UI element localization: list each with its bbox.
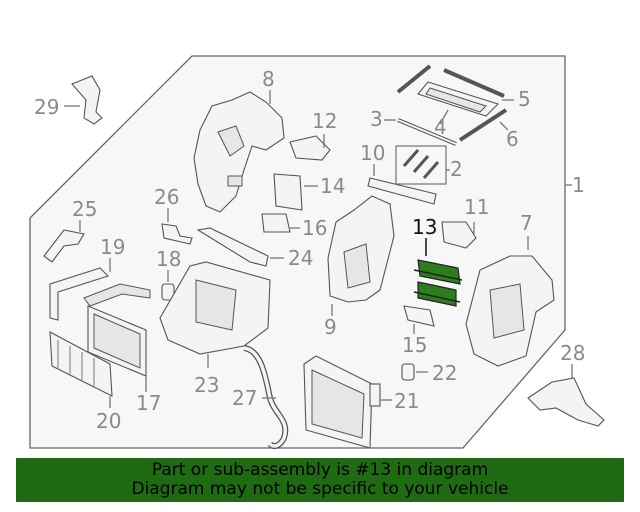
callout-1: 1 (572, 173, 585, 197)
callout-26: 26 (154, 185, 179, 209)
callout-16: 16 (302, 216, 327, 240)
heater-core-part-17 (87, 305, 147, 392)
callout-9: 9 (324, 315, 337, 339)
callout-4: 4 (434, 115, 447, 139)
grommet-part-22 (401, 363, 428, 381)
door-part-13-highlighted (413, 238, 463, 307)
callout-24: 24 (288, 246, 313, 270)
bracket-part-29 (64, 75, 103, 125)
callout-6: 6 (506, 127, 519, 151)
hose-part-27 (243, 345, 289, 449)
callout-7: 7 (520, 211, 533, 235)
callout-22: 22 (432, 361, 457, 385)
part-18 (161, 270, 175, 301)
housing-part-7 (465, 236, 555, 367)
info-banner: Part or sub-assembly is #13 in diagram D… (16, 458, 624, 502)
banner-line-1: Part or sub-assembly is #13 in diagram (151, 460, 489, 480)
callout-11: 11 (464, 195, 489, 219)
case-part-23 (159, 261, 271, 368)
pipe-part-19 (49, 258, 151, 321)
rod-part-6 (458, 108, 509, 142)
banner-line-2: Diagram may not be specific to your vehi… (131, 479, 509, 499)
callout-8: 8 (262, 67, 275, 91)
part-11 (441, 221, 477, 249)
part-28 (527, 364, 605, 427)
callout-2: 2 (450, 157, 463, 181)
housing-part-9 (327, 195, 395, 316)
callout-17: 17 (136, 391, 161, 415)
callout-23: 23 (194, 373, 219, 397)
callout-25: 25 (72, 197, 97, 221)
callout-13-highlighted: 13 (412, 215, 437, 239)
part-16 (261, 213, 300, 233)
callout-20: 20 (96, 409, 121, 433)
rod-part-3 (384, 118, 457, 146)
part-26 (161, 208, 193, 245)
callout-19: 19 (100, 235, 125, 259)
frame-part-4 (417, 81, 500, 125)
part-14 (273, 173, 318, 211)
assembly-outline (29, 55, 566, 449)
callout-3: 3 (370, 107, 383, 131)
rod-part-5 (396, 64, 514, 101)
callout-18: 18 (156, 247, 181, 271)
callout-15: 15 (402, 333, 427, 357)
part-12 (289, 134, 331, 161)
parts-diagram: 1 2 3 4 5 6 7 8 9 10 11 12 13 14 15 16 1… (29, 55, 605, 449)
part-15 (403, 305, 435, 334)
callout-28: 28 (560, 341, 585, 365)
callout-12: 12 (312, 109, 337, 133)
callout-14: 14 (320, 174, 345, 198)
callout-10: 10 (360, 141, 385, 165)
housing-part-8 (193, 90, 285, 213)
part-10 (367, 164, 437, 205)
callout-5: 5 (518, 87, 531, 111)
callout-27: 27 (232, 386, 257, 410)
evaporator-part-21 (303, 355, 392, 449)
callout-21: 21 (394, 389, 419, 413)
part-25 (43, 220, 85, 263)
part-20 (49, 331, 113, 408)
bracket-part-24 (196, 227, 284, 267)
filter-set-part-2 (395, 145, 450, 185)
callout-29: 29 (34, 95, 59, 119)
